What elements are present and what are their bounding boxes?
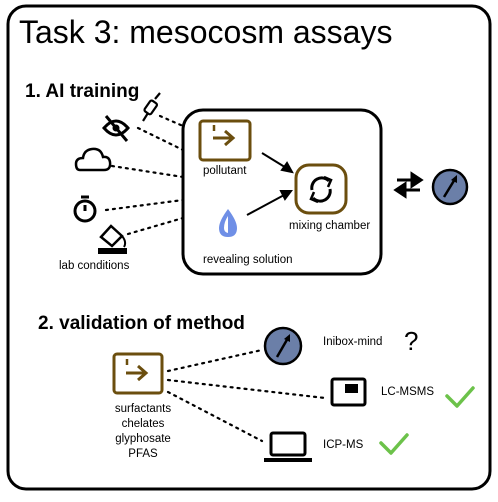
pollutant-label: pollutant — [203, 165, 247, 177]
inputs-import-icon — [112, 352, 164, 395]
bidirectional-arrows — [393, 171, 424, 199]
pollutant-import-icon — [198, 119, 252, 162]
method-label-inibox: Inibox-mind — [323, 336, 383, 348]
lcmsms-device-icon — [330, 377, 367, 407]
paint-bucket-icon — [98, 224, 127, 254]
validation-connectors — [166, 348, 327, 443]
mesocosm-box — [181, 108, 383, 276]
method-label-lcmsms: LC-MSMS — [381, 386, 435, 398]
laptop-icon — [264, 431, 312, 462]
flow-arrows — [246, 152, 294, 216]
input-surfactants: surfactants — [114, 403, 172, 415]
input-pfas: PFAS — [128, 448, 158, 460]
eye-off-icon — [102, 115, 130, 142]
cloud-icon — [74, 147, 112, 172]
lab-condition-connectors — [104, 114, 185, 236]
section2-heading: 2. validation of method — [38, 313, 245, 334]
lab-conditions-label: lab conditions — [59, 260, 130, 272]
check-icon-lcmsms — [445, 386, 475, 408]
section1-heading: 1. AI training — [25, 81, 140, 102]
revealing-solution-label: revealing solution — [203, 254, 293, 266]
question-mark: ? — [404, 326, 419, 356]
method-label-icpms: ICP-MS — [323, 439, 364, 451]
input-chelates: chelates — [121, 418, 165, 430]
gauge-icon-top — [431, 168, 469, 206]
mixing-chamber-label: mixing chamber — [289, 220, 371, 232]
gauge-icon-inibox — [263, 326, 303, 366]
mixing-chamber-icon — [294, 163, 348, 215]
outer-frame — [6, 4, 492, 491]
check-icon-icpms — [379, 433, 409, 455]
input-glyphosate: glyphosate — [115, 433, 171, 445]
water-drop-icon — [219, 209, 237, 237]
page-title: Task 3: mesocosm assays — [19, 14, 393, 50]
stopwatch-icon — [73, 195, 97, 223]
dropper-icon — [142, 92, 161, 122]
